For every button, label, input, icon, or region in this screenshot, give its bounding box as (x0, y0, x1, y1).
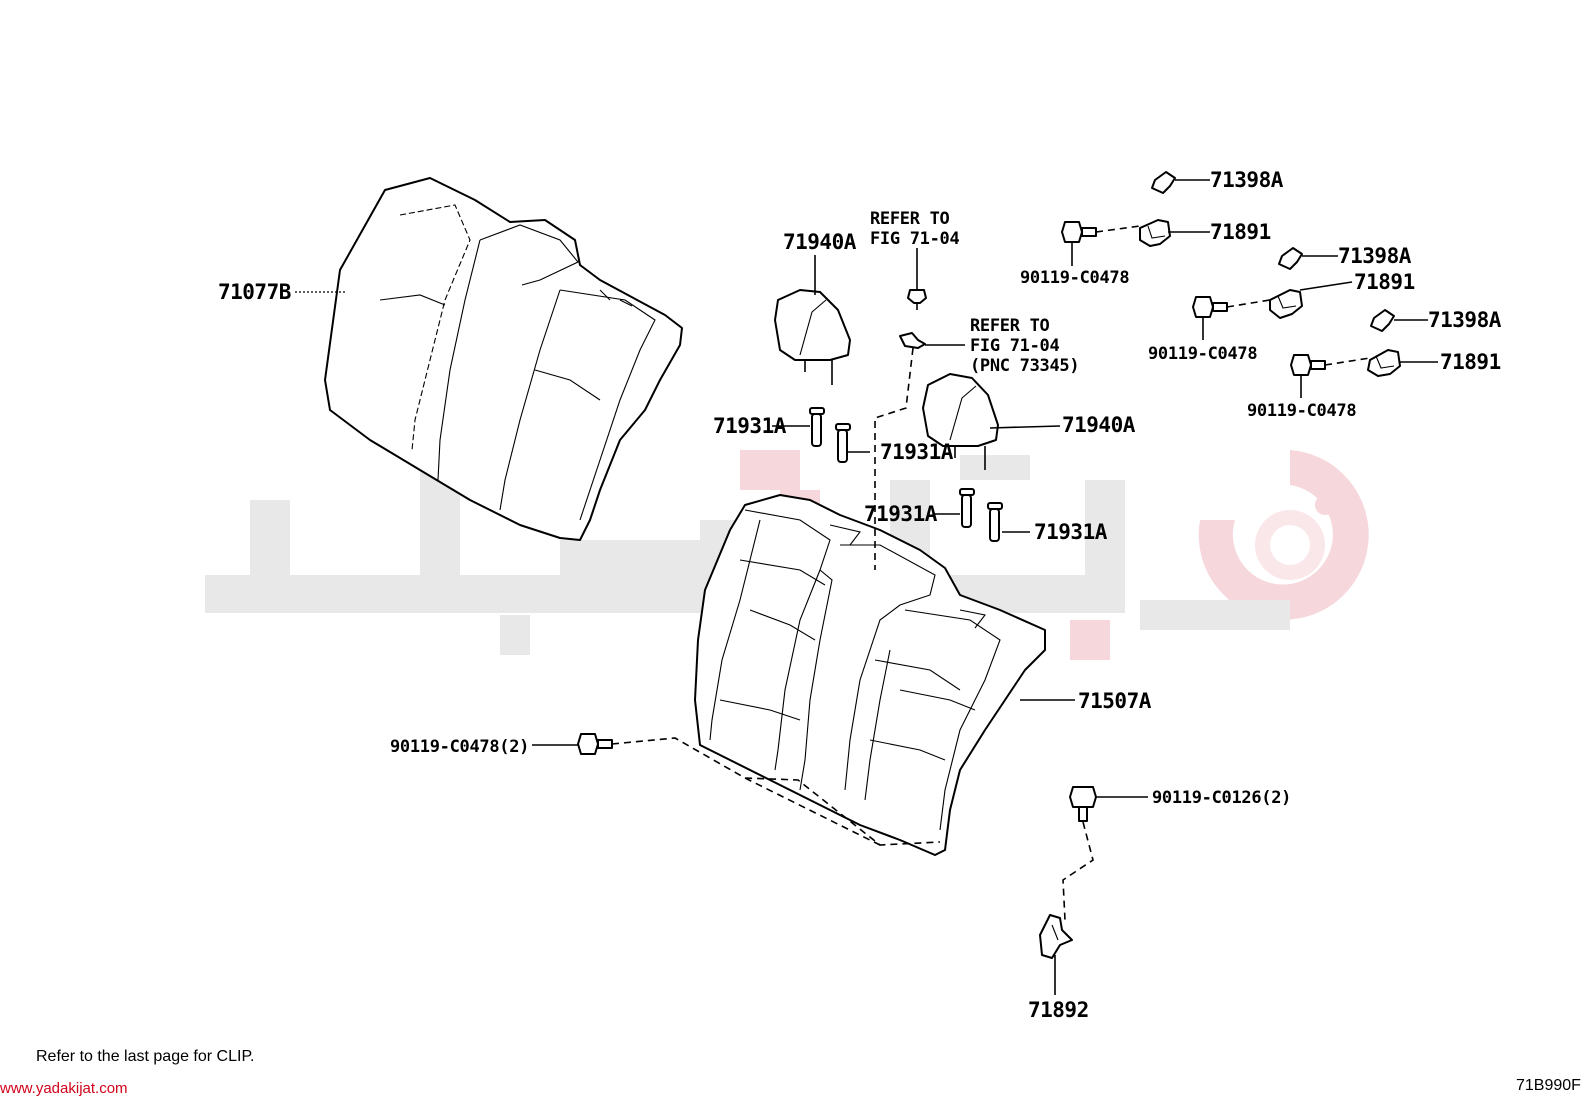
refer-2-line-1: REFER TO (970, 316, 1050, 336)
hinge-71891-2 (1269, 289, 1303, 319)
seatback-frame-illustration (694, 494, 1046, 856)
label-hinge-3: 71891 (1440, 350, 1501, 374)
refer-2-line-2: FIG 71-04 (970, 336, 1059, 356)
label-clip-3: 71398A (1428, 308, 1502, 332)
hinge-71891-1 (1139, 219, 1171, 247)
headrest-right-illustration (922, 373, 999, 470)
label-headrest-right: 71940A (1062, 413, 1136, 437)
label-bolt-3: 90119-C0478 (1247, 401, 1356, 421)
label-bolt-lower-right: 90119-C0126(2) (1152, 788, 1291, 808)
label-guide-2: 71931A (880, 440, 954, 464)
refer-clip-part (899, 332, 965, 349)
label-guide-1: 71931A (713, 414, 787, 438)
bolt-1 (1061, 221, 1097, 243)
lower-bracket-71892 (1039, 914, 1073, 959)
website-link[interactable]: www.yadakijat.com (0, 1080, 128, 1097)
headrest-guide-2 (835, 423, 851, 463)
refer-1-line-2: FIG 71-04 (870, 229, 959, 249)
seatback-pad-illustration (324, 177, 683, 541)
headrest-guide-3 (959, 488, 975, 528)
refer-1-line-1: REFER TO (870, 209, 950, 229)
label-lower-bracket: 71892 (1028, 998, 1089, 1022)
headrest-left-illustration (774, 289, 851, 385)
clip-71398a-3 (1370, 309, 1395, 332)
label-guide-4: 71931A (1034, 520, 1108, 544)
label-bolt-lower-left: 90119-C0478(2) (390, 737, 529, 757)
part-labels: 71077B 71940A 71940A 71931A 71931A 71931… (218, 168, 1502, 1022)
headrest-guide-4 (987, 502, 1003, 542)
leader-lines (295, 179, 1438, 995)
clip-71398a-2 (1278, 247, 1303, 270)
label-bolt-1: 90119-C0478 (1020, 268, 1129, 288)
headrest-guide-1 (809, 407, 825, 447)
label-guide-3: 71931A (864, 502, 938, 526)
assembly-dashed-lines (611, 225, 1371, 921)
label-seatback-pad: 71077B (218, 280, 291, 304)
hinge-71891-3 (1367, 349, 1401, 377)
clip-71398a-1 (1151, 171, 1176, 194)
label-seatback-frame: 71507A (1078, 689, 1152, 713)
refer-2-line-3: (PNC 73345) (970, 356, 1079, 376)
label-hinge-1: 71891 (1210, 220, 1271, 244)
bolt-lower-right (1069, 786, 1097, 822)
refer-bolt-part (907, 248, 927, 310)
label-bolt-2: 90119-C0478 (1148, 344, 1257, 364)
bolt-2 (1192, 296, 1228, 318)
diagram-code: 71B990F (1516, 1077, 1581, 1094)
bolt-lower-left (577, 733, 613, 755)
label-clip-2: 71398A (1338, 244, 1412, 268)
label-hinge-2: 71891 (1354, 270, 1415, 294)
footer-note: Refer to the last page for CLIP. (36, 1048, 255, 1065)
label-headrest-left: 71940A (783, 230, 857, 254)
label-clip-1: 71398A (1210, 168, 1284, 192)
bolt-3 (1290, 354, 1326, 376)
